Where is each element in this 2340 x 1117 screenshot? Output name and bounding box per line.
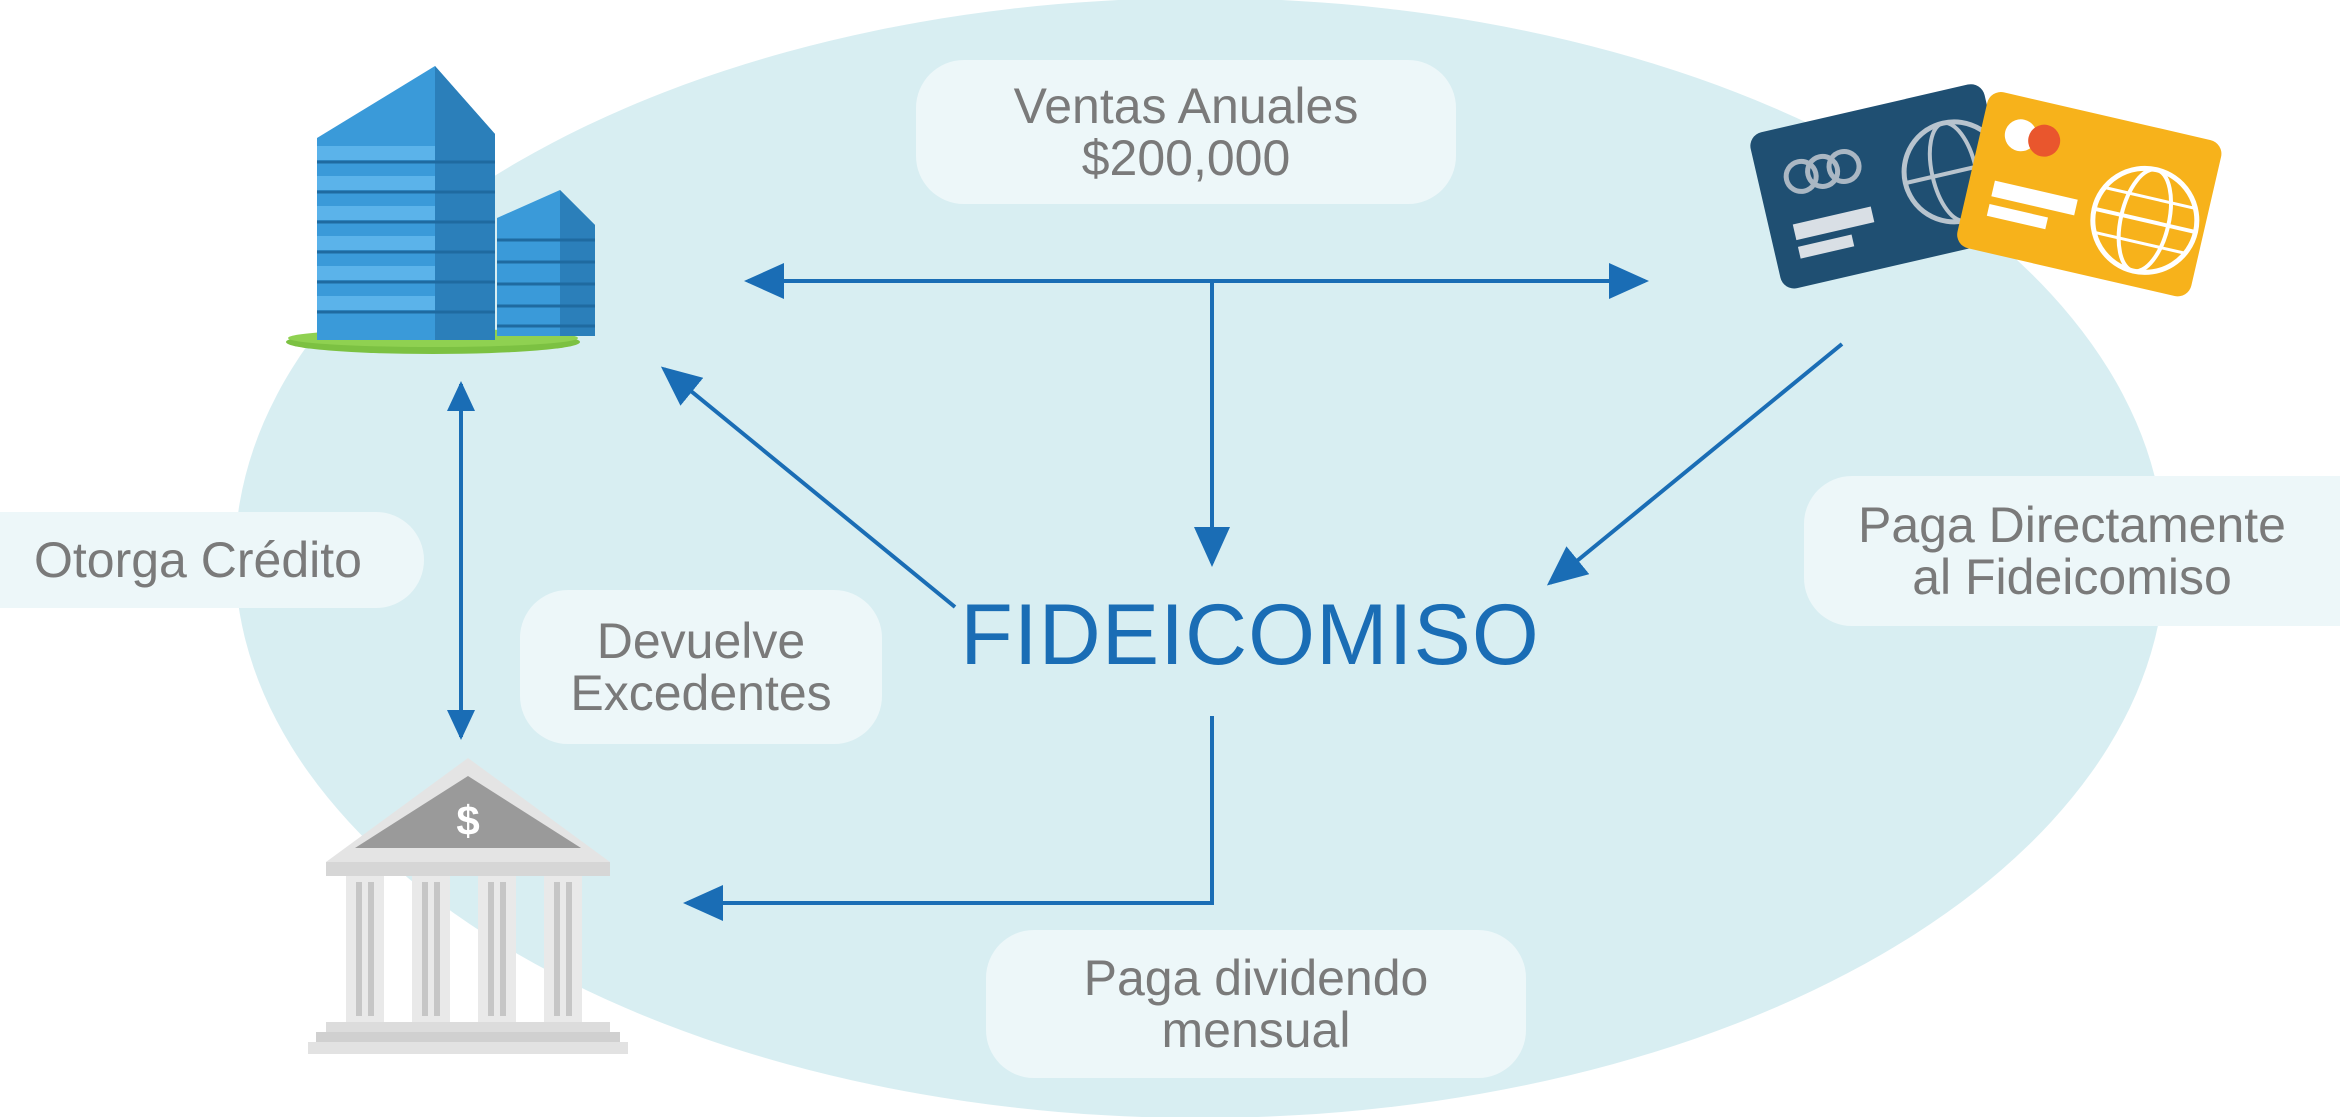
label-annual-sales-line2: $200,000: [1081, 130, 1291, 186]
office-buildings-icon: [286, 66, 595, 354]
trust-title: FIDEICOMISO: [960, 587, 1540, 683]
label-annual-sales-line1: Ventas Anuales: [1013, 78, 1359, 134]
label-grants-credit-text: Otorga Crédito: [34, 532, 362, 588]
label-monthly-dividend-line1: Paga dividendo: [1083, 950, 1429, 1006]
arrow-trust-to-company: [660, 366, 957, 609]
label-returns-surplus-line2: Excedentes: [570, 665, 832, 721]
label-monthly-dividend: Paga dividendo mensual: [986, 930, 1526, 1078]
label-pays-directly-line1: Paga Directamente: [1857, 497, 2286, 553]
bank-dollar-sign: $: [456, 797, 479, 844]
credit-cards-icon: [1750, 84, 2222, 297]
label-pays-directly-line2: al Fideicomiso: [1912, 549, 2232, 605]
label-annual-sales: Ventas Anuales $200,000: [916, 60, 1456, 204]
label-returns-surplus: Devuelve Excedentes: [520, 590, 882, 744]
label-monthly-dividend-line2: mensual: [1161, 1002, 1351, 1058]
arrow-dividend: [683, 716, 1214, 921]
arrow-cards-to-trust: [1546, 342, 1844, 586]
label-returns-surplus-line1: Devuelve: [596, 613, 806, 669]
label-grants-credit: Otorga Crédito: [0, 512, 424, 608]
label-pays-directly: Paga Directamente al Fideicomiso: [1804, 476, 2340, 626]
bank-icon: [308, 758, 628, 1054]
arrows: [447, 263, 1844, 921]
